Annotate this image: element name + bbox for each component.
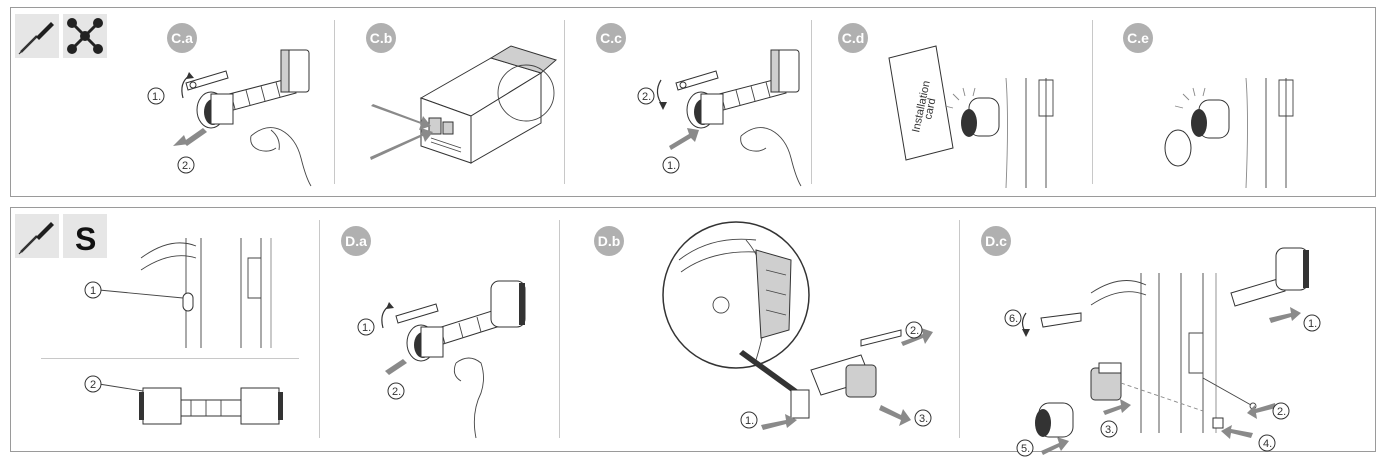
step-divider xyxy=(564,20,565,184)
reassembly-illustration: 6. 1. 2. 3. 4. 5. xyxy=(1004,247,1321,457)
step-badge-c-b: C.b xyxy=(366,23,396,53)
screwdriver-icon xyxy=(15,14,59,58)
module-label-illustration xyxy=(370,45,558,164)
s-letter: S xyxy=(75,221,96,257)
step-badge-c-c: C.c xyxy=(596,23,626,53)
installation-card-illustration: Installation card xyxy=(888,45,1054,189)
callout-5: 5. xyxy=(1021,443,1030,455)
callout-2: 2. xyxy=(642,91,651,103)
callout-4: 4. xyxy=(1263,438,1272,450)
step-badge-d-a: D.a xyxy=(341,226,371,256)
double-cylinder-removal-illustration: 1. 2. xyxy=(357,280,526,439)
bottom-instruction-panel: S 1 2 D.a xyxy=(10,207,1376,457)
callout-1: 1. xyxy=(152,91,161,103)
top-instruction-panel: C.a 1. 2. C.b xyxy=(10,7,1376,197)
callout-3: 3. xyxy=(1105,424,1114,436)
callout-3: 3. xyxy=(919,413,928,425)
step-badge-d-b: D.b xyxy=(594,226,624,256)
step-divider xyxy=(811,20,812,184)
screwdriver-icon xyxy=(15,214,59,258)
step-divider xyxy=(559,220,560,438)
cylinder-removal-illustration: 1. 2. xyxy=(147,49,312,187)
step-badge-c-e: C.e xyxy=(1123,23,1153,53)
card-text-line2: card xyxy=(922,97,938,120)
module-detail-illustration: 2. 1. 3. xyxy=(662,221,933,430)
cover-attach-illustration xyxy=(1164,77,1294,189)
callout-2: 2 xyxy=(90,379,96,391)
step-divider xyxy=(319,220,320,438)
step-badge-d-c: D.c xyxy=(981,226,1011,256)
callout-1: 1. xyxy=(362,322,371,334)
callout-2: 2. xyxy=(910,325,919,337)
network-icon xyxy=(63,14,107,58)
door-cylinder-position-illustration: 1 2 xyxy=(84,238,283,425)
callout-1: 1. xyxy=(1308,318,1317,330)
callout-1: 1. xyxy=(667,160,676,172)
callout-6: 6. xyxy=(1009,313,1018,325)
cylinder-insert-illustration: 2. 1. xyxy=(637,49,802,187)
step-divider xyxy=(1092,20,1093,184)
step-divider xyxy=(959,220,960,438)
s-letter-icon: S xyxy=(63,214,107,258)
callout-2: 2. xyxy=(1277,406,1286,418)
callout-1: 1 xyxy=(90,285,96,297)
horizontal-divider xyxy=(41,358,299,359)
callout-2: 2. xyxy=(182,160,191,172)
step-divider xyxy=(334,20,335,184)
callout-2: 2. xyxy=(392,386,401,398)
callout-1: 1. xyxy=(745,415,754,427)
step-badge-c-d: C.d xyxy=(838,23,868,53)
step-badge-c-a: C.a xyxy=(167,23,197,53)
